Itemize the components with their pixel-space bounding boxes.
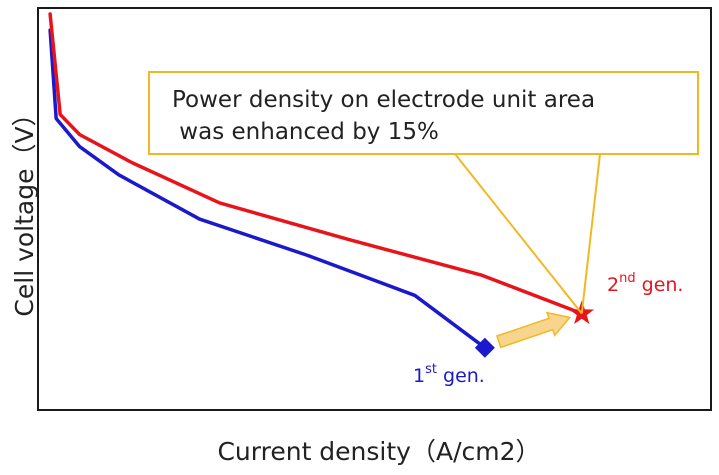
callout-text-line-2: was enhanced by 15% (172, 119, 439, 145)
plot-frame (38, 8, 711, 410)
label-base: 2 (607, 274, 619, 296)
label-superscript: st (425, 362, 437, 377)
series-label-1st-gen: 1st gen. (413, 362, 485, 387)
label-base: 1 (413, 365, 425, 387)
x-axis-label: Current density（A/cm2） (217, 437, 540, 466)
label-suffix: gen. (437, 365, 485, 387)
label-superscript: nd (619, 271, 636, 286)
y-axis-label: Cell voltage（V） (10, 101, 39, 316)
callout-text-line-1: Power density on electrode unit area (172, 87, 595, 113)
label-suffix: gen. (636, 274, 684, 296)
series-label-2nd-gen: 2nd gen. (607, 271, 683, 296)
